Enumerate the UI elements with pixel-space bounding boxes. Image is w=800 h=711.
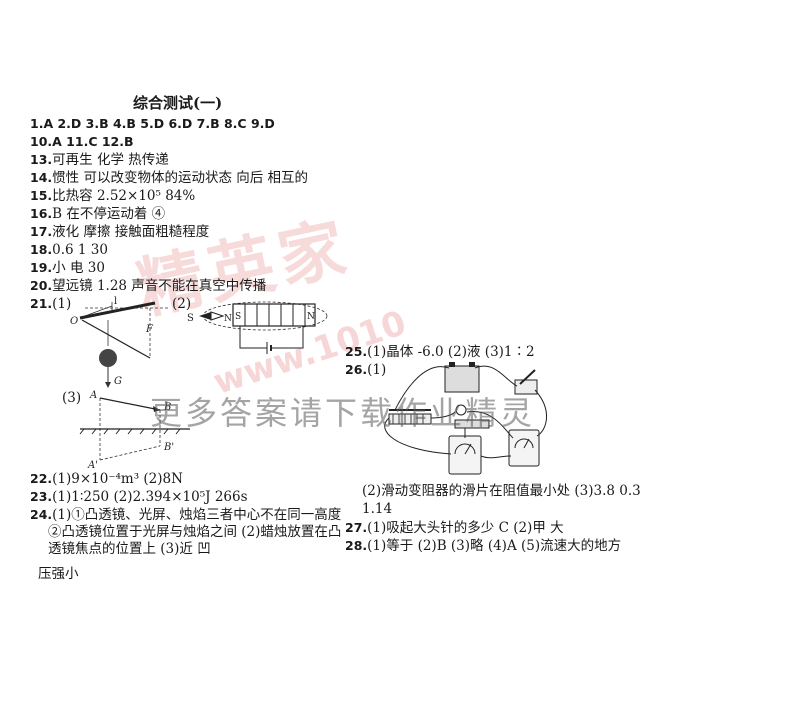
answer-24: 24.(1)①凸透镜、光屏、烛焰三者中心不在同一高度 [30,507,342,523]
label-A: A [89,390,97,401]
watermark-slogan: 更多答案请下载作业精灵 [150,394,536,432]
answer-22: 22.(1)9×10⁻⁴m³ (2)8N [30,471,183,487]
answer-24-line2: ②凸透镜位置于光屏与烛焰之间 (2)蜡烛放置在凸 [48,524,342,540]
label-G: G [114,376,122,387]
answer-19: 19.小 电 30 [30,260,105,276]
answer-20: 20.望远镜 1.28 声音不能在真空中传播 [30,278,267,294]
answer-row-10-12: 10.A 11.C 12.B [30,134,134,149]
answer-17: 17.液化 摩擦 接触面粗糙程度 [30,224,210,240]
answer-21-part2: (2) [172,296,192,312]
label-A-prime: A' [87,460,98,471]
page-title: 综合测试(一) [133,94,223,112]
answer-21-part3: (3) [62,390,82,406]
answer-14: 14.惯性 可以改变物体的运动状态 向后 相互的 [30,170,309,186]
label-N-needle: N [224,314,232,324]
label-S-needle: S [187,313,194,324]
answer-26: 26.(1) [345,362,387,378]
label-F: F [145,324,154,335]
answer-row-1-9: 1.A 2.D 3.B 4.B 5.D 6.D 7.B 8.C 9.D [30,116,275,131]
answer-27: 27.(1)吸起大头针的多少 C (2)甲 大 [345,520,564,536]
answer-13: 13.可再生 化学 热传递 [30,152,169,168]
electromagnet-diagram: S N S N [187,301,328,354]
answer-23: 23.(1)1∶250 (2)2.394×10⁵J 266s [30,489,248,505]
answer-26-line2: (2)滑动变阻器的滑片在阻值最小处 (3)3.8 0.3 [362,483,641,499]
lever-diagram: l O F G [70,296,170,388]
label-S-coil: S [235,312,241,322]
label-B: B [163,402,171,413]
mirror-diagram: A B A' B' [79,390,190,471]
answer-24-line3: 透镜焦点的位置上 (3)近 凹 [48,541,211,557]
answer-26-line3: 1.14 [362,501,393,517]
label-O: O [70,316,78,327]
answer-25: 25.(1)晶体 -6.0 (2)液 (3)1∶2 [345,344,535,360]
answer-16: 16.B 在不停运动着 ④ [30,206,166,222]
answer-15: 15.比热容 2.52×10⁵ 84% [30,188,196,204]
answer-28: 28.(1)等于 (2)B (3)略 (4)A (5)流速大的地方 [345,538,622,554]
answer-tail: 压强小 [38,566,79,582]
answer-21: 21.(1) [30,296,72,312]
label-l: l [114,296,117,307]
label-N-coil: N [307,312,315,322]
label-B-prime: B' [163,442,174,453]
circuit-diagram [384,362,547,475]
answer-18: 18.0.6 1 30 [30,242,108,258]
